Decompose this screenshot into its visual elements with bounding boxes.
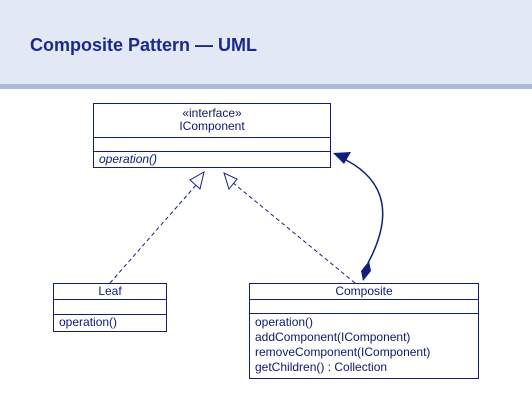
composite-operation: addComponent(IComponent) [255,330,411,344]
header-divider [0,84,532,89]
icomponent-class-box: «interface» IComponent operation() [93,103,331,168]
composition-diamond [361,261,371,281]
composite-operation: getChildren() : Collection [255,360,388,374]
icomponent-class-name: IComponent [179,119,245,133]
icomponent-attributes [94,138,330,152]
composition-line [345,159,384,264]
leaf-operation: operation() [59,315,118,329]
leaf-realization-arrowhead [189,170,205,190]
leaf-realization-line [109,183,198,284]
leaf-attributes [54,300,166,315]
composite-class-name: Composite [335,284,393,298]
leaf-class-name: Leaf [98,284,122,298]
slide-title: Composite Pattern — UML [30,35,258,55]
leaf-class-box: Leaf operation() [53,283,167,332]
composite-realization-arrowhead [223,172,238,191]
icomponent-operation: operation() [99,152,158,166]
composite-operation: removeComponent(IComponent) [255,345,431,359]
composite-attributes [250,300,478,314]
composite-operation: operation() [255,315,314,329]
composite-realization-line [231,181,356,284]
composite-class-box: Composite operation() addComponent(IComp… [249,283,479,379]
slide-header: Composite Pattern — UML [0,0,532,84]
composition-arrowhead [333,152,351,164]
icomponent-stereotype: «interface» [182,106,242,120]
